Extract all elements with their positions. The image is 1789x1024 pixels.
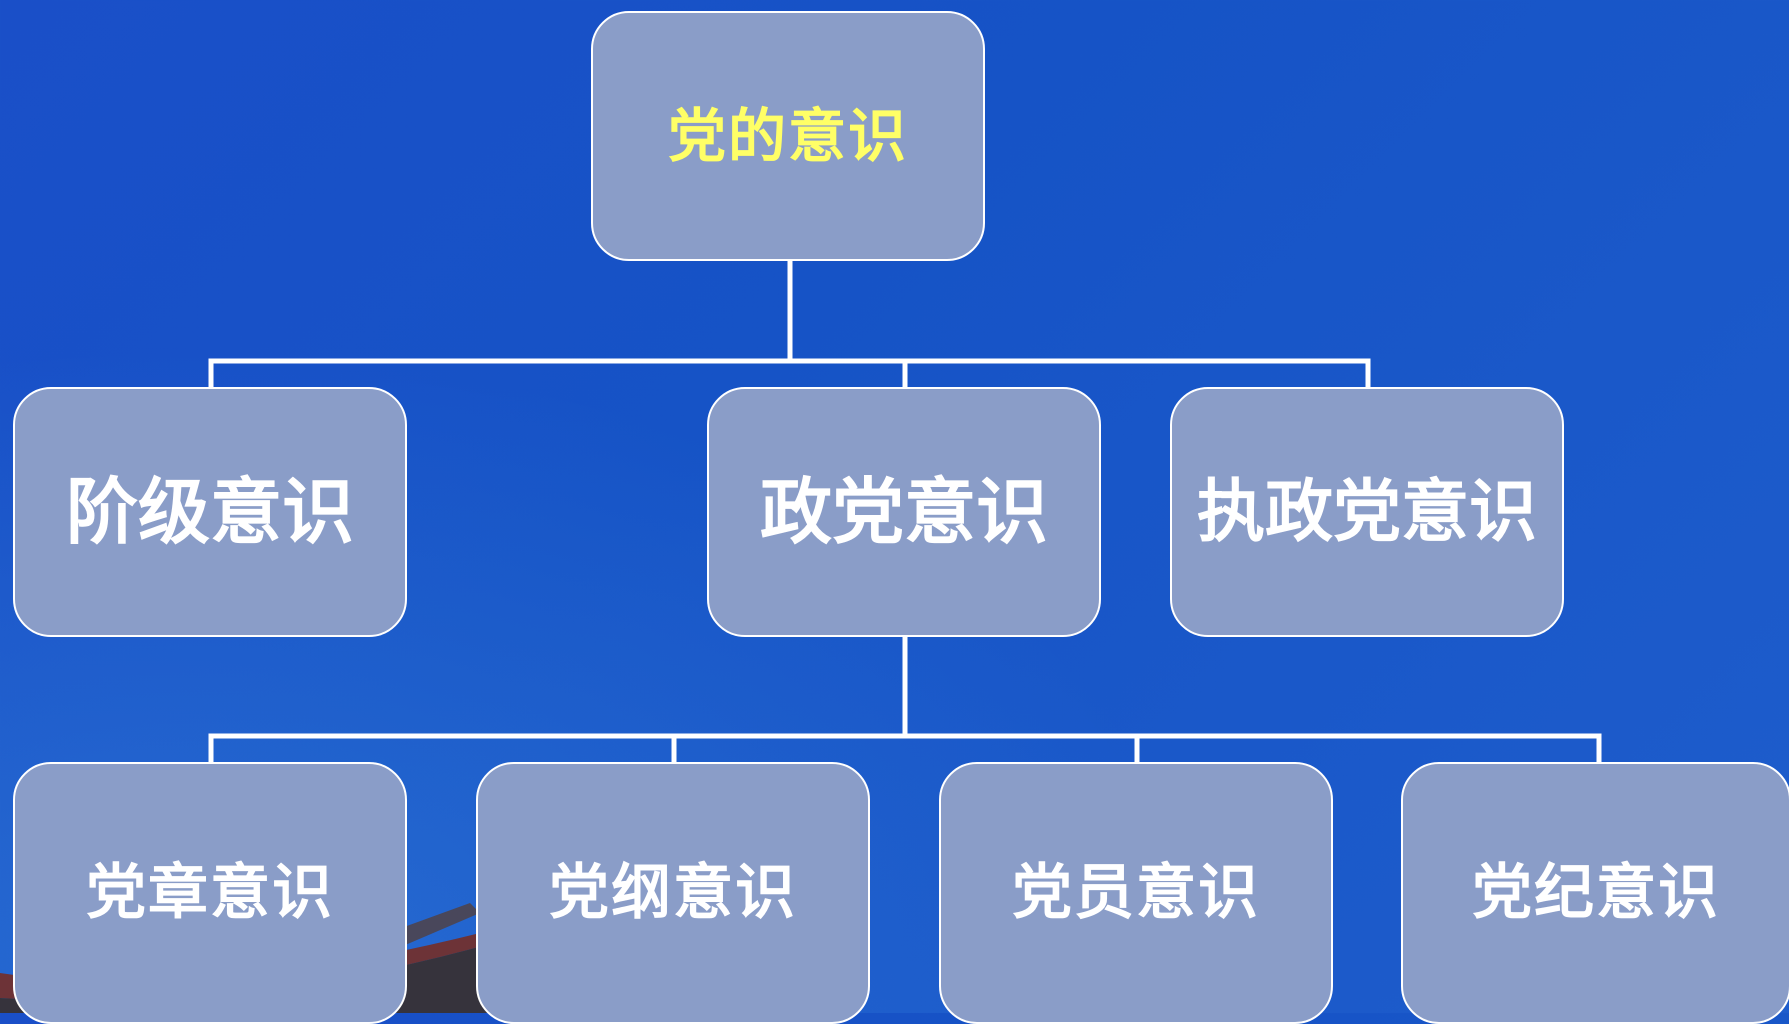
node-label: 政党意识 [759, 469, 1048, 554]
node-class-consciousness: 阶级意识 [13, 387, 407, 637]
node-party-discipline-consciousness: 党纪意识 [1401, 762, 1789, 1024]
node-label: 阶级意识 [65, 469, 354, 554]
root-node-label: 党的意识 [667, 102, 908, 170]
node-party-constitution-consciousness: 党章意识 [13, 762, 407, 1024]
node-label: 党章意识 [86, 858, 334, 928]
node-label: 党纪意识 [1472, 858, 1720, 928]
node-label: 党纲意识 [549, 858, 797, 928]
node-party-program-consciousness: 党纲意识 [476, 762, 870, 1024]
root-node: 党的意识 [591, 11, 985, 261]
node-label: 执政党意识 [1196, 472, 1537, 552]
node-party-member-consciousness: 党员意识 [939, 762, 1333, 1024]
node-party-consciousness: 政党意识 [707, 387, 1101, 637]
node-ruling-party-consciousness: 执政党意识 [1170, 387, 1564, 637]
node-label: 党员意识 [1012, 858, 1260, 928]
